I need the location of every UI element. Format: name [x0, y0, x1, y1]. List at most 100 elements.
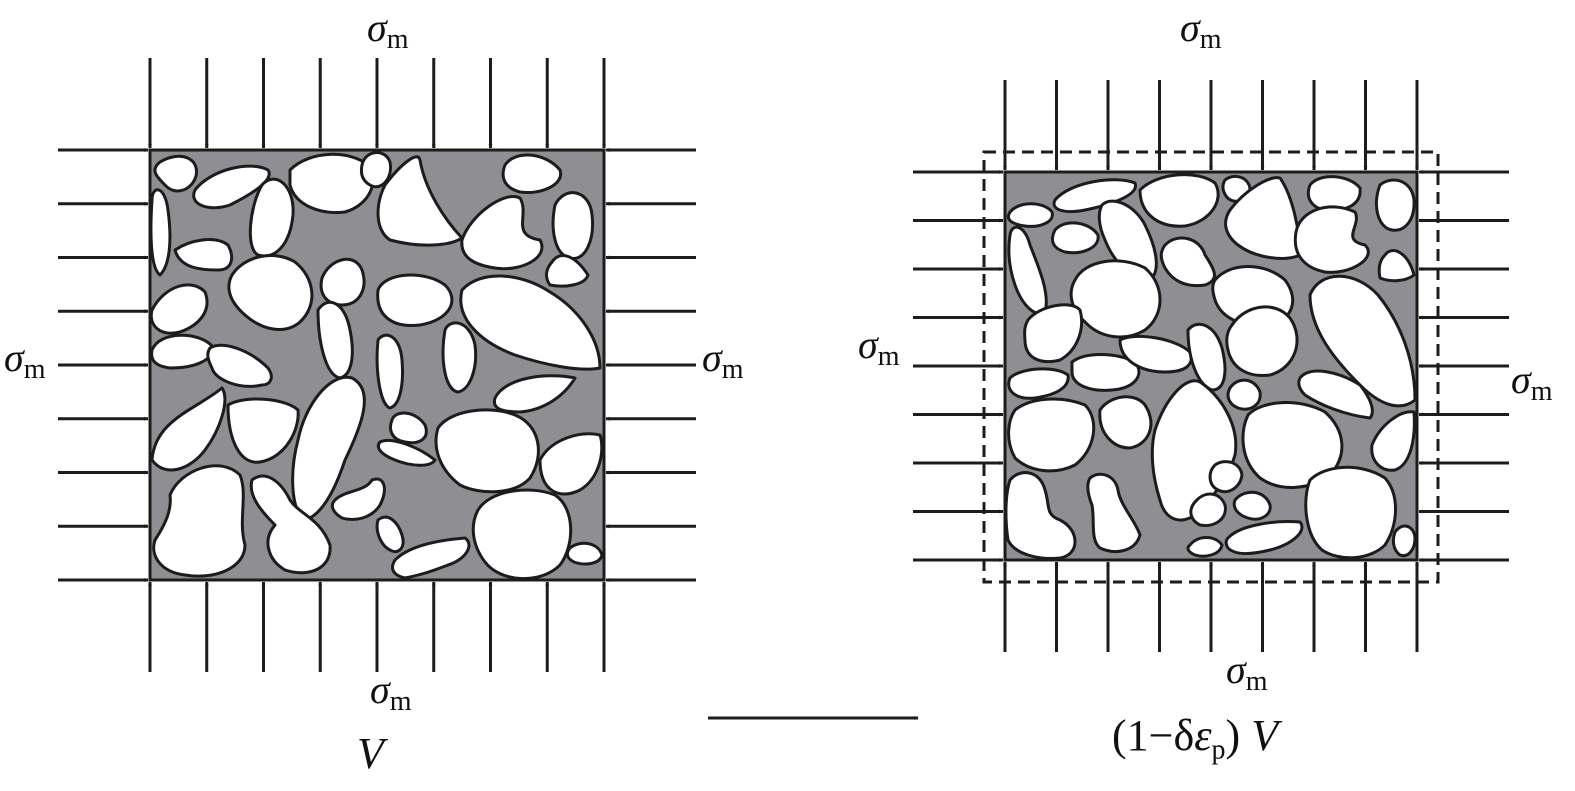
aggregate-particle [316, 300, 354, 380]
aggregate-particle [459, 274, 602, 371]
aggregate-particle [460, 195, 544, 271]
aggregate-particle [1377, 249, 1416, 283]
aggregate-particle [545, 254, 590, 288]
left-bottom-stress-label: σm [370, 670, 412, 716]
left-east-stress-label: σm [702, 338, 744, 384]
aggregate-particle [1118, 334, 1193, 374]
aggregate-particle [1189, 492, 1227, 528]
right-aggregates [1004, 173, 1417, 560]
aggregate-particle [1186, 322, 1227, 392]
right-volume-label: (1−δεp) V [1112, 714, 1278, 764]
aggregate-particle [1086, 472, 1142, 553]
aggregate-particle [551, 191, 595, 260]
aggregate-particle [391, 536, 471, 580]
stress-subscript: m [23, 354, 46, 385]
right-east-stress-label: σm [1511, 360, 1553, 406]
aggregate-particle [1208, 460, 1244, 494]
aggregate-particle [376, 273, 454, 328]
aggregate-particle [248, 177, 295, 258]
aggregate-particle [1070, 353, 1141, 392]
aggregate-particle [1186, 536, 1224, 558]
aggregate-particle [1007, 367, 1070, 400]
aggregate-particle [1098, 395, 1153, 450]
aggregate-particle [1297, 369, 1374, 420]
right-bottom-load-arrows [1002, 561, 1420, 652]
volume-symbol: V [357, 729, 384, 778]
aggregate-particle [1159, 236, 1216, 288]
aggregate-particle [471, 488, 573, 580]
right-west-load-arrows [913, 169, 1004, 563]
aggregate-particle [1225, 305, 1299, 378]
aggregate-particle [319, 257, 366, 307]
stress-symbol: σ [1180, 5, 1200, 50]
aggregate-particle [291, 375, 366, 522]
aggregate-particle [1391, 524, 1417, 558]
volume-suffix: ) [1225, 711, 1252, 760]
volume-prefix: (1−δ [1112, 711, 1195, 760]
strain-subscript: p [1211, 734, 1226, 766]
aggregate-particle [375, 333, 404, 410]
stress-subscript: m [389, 686, 412, 717]
aggregate-particle [434, 408, 540, 494]
aggregate-particle [1232, 490, 1272, 521]
aggregate-particle [1051, 221, 1100, 255]
aggregate-particle [1304, 465, 1397, 560]
left-aggregates [149, 151, 604, 580]
aggregate-particle [227, 254, 314, 331]
aggregate-particle [226, 397, 300, 464]
stress-symbol: σ [1226, 647, 1246, 692]
stress-symbol: σ [367, 5, 387, 50]
aggregate-particle [1224, 520, 1304, 555]
left-volume-label: V [357, 732, 384, 776]
left-specimen [58, 58, 696, 672]
aggregate-particle [206, 343, 273, 388]
aggregate-particle [501, 153, 563, 195]
aggregate-particle [375, 515, 405, 554]
aggregate-particle [249, 474, 332, 575]
stress-subscript: m [877, 341, 900, 372]
right-top-load-arrows [1002, 80, 1420, 171]
aggregate-particle [1375, 178, 1416, 232]
aggregate-particle [565, 541, 604, 566]
aggregate-particle [152, 464, 247, 578]
aggregate-particle [1023, 303, 1084, 364]
aggregate-particle [1226, 378, 1262, 411]
left-west-stress-label: σm [4, 338, 46, 384]
aggregate-particle [1007, 397, 1096, 473]
right-top-stress-label: σm [1180, 8, 1222, 54]
aggregate-particle [389, 411, 428, 445]
aggregate-particle [149, 188, 172, 277]
aggregate-particle [1052, 178, 1137, 214]
stress-symbol: σ [370, 667, 390, 712]
stress-symbol: σ [4, 335, 24, 380]
aggregate-particle [330, 477, 386, 521]
aggregate-particle [150, 333, 214, 370]
aggregate-particle [288, 152, 375, 215]
stress-subscript: m [1199, 24, 1222, 55]
aggregate-particle [376, 439, 437, 467]
strain-symbol: ε [1194, 711, 1212, 760]
aggregate-particle [149, 283, 209, 335]
left-top-stress-label: σm [367, 8, 409, 54]
aggregate-particle [153, 154, 198, 193]
stress-subscript: m [386, 24, 409, 55]
left-top-load-arrows [147, 58, 607, 149]
aggregate-particle [1370, 410, 1416, 472]
stress-symbol: σ [1511, 357, 1531, 402]
aggregate-particle [1306, 175, 1362, 212]
stress-symbol: σ [702, 335, 722, 380]
left-east-load-arrows [605, 147, 696, 583]
stress-symbol: σ [858, 322, 878, 367]
right-west-stress-label: σm [858, 325, 900, 371]
aggregate-particle [1006, 202, 1054, 228]
right-east-load-arrows [1418, 169, 1509, 563]
aggregate-particle [1004, 471, 1077, 560]
aggregate-particle [173, 238, 234, 272]
aggregate-particle [1138, 173, 1220, 228]
aggregate-particle [1308, 274, 1417, 408]
aggregate-particle [1293, 205, 1370, 274]
right-specimen [913, 80, 1509, 652]
aggregate-particle [150, 386, 227, 472]
volume-symbol: V [1251, 711, 1279, 760]
